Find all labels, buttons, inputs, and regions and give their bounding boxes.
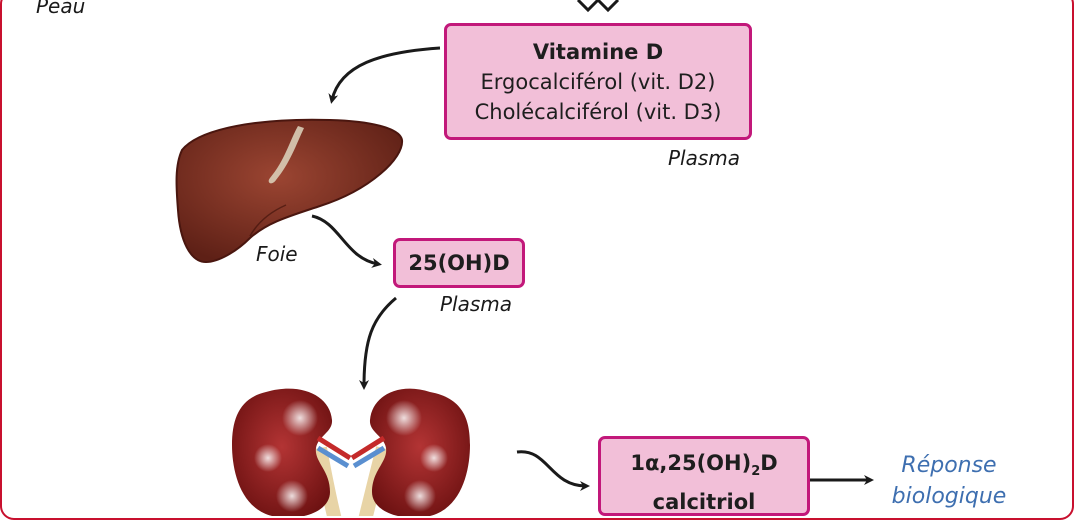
formula-suffix: D: [760, 451, 778, 475]
25ohd-label: 25(OH)D: [408, 251, 510, 275]
arrow-to-liver: [328, 46, 441, 104]
calcitriol-box: 1α,25(OH)2D calcitriol: [598, 436, 810, 516]
kidneys-illustration: [232, 388, 470, 516]
cholecalciferol-text: Cholécalciférol (vit. D3): [474, 100, 722, 124]
calcitriol-name: calcitriol: [652, 490, 756, 515]
formula-mid: ,25(OH): [659, 451, 752, 475]
liver-label: Foie: [256, 242, 298, 266]
arrow-to-25ohd: [311, 214, 382, 268]
plasma-label-2: Plasma: [440, 292, 513, 316]
liver-illustration: [175, 118, 404, 264]
vitamin-d-title: Vitamine D: [532, 40, 664, 64]
response-line1: Réponse: [901, 453, 997, 478]
formula-prefix: 1: [630, 451, 645, 475]
response-line2: biologique: [891, 484, 1007, 509]
arrow-to-kidneys: [359, 296, 397, 390]
formula-subscript: 2: [751, 464, 761, 480]
biological-response: Réponse biologique: [884, 450, 1014, 512]
ergocalciferol-text: Ergocalciférol (vit. D2): [480, 70, 716, 94]
top-double-arrow: [576, 0, 620, 13]
25ohd-box: 25(OH)D: [393, 238, 525, 288]
alpha-symbol: α: [644, 451, 660, 475]
vitamin-d-box: Vitamine D Ergocalciférol (vit. D2) Chol…: [444, 23, 752, 140]
arrow-to-calcitriol: [516, 450, 590, 491]
plasma-label-1: Plasma: [668, 146, 741, 170]
skin-label: Peau: [36, 0, 86, 18]
calcitriol-formula: 1α,25(OH)2D: [601, 448, 807, 487]
